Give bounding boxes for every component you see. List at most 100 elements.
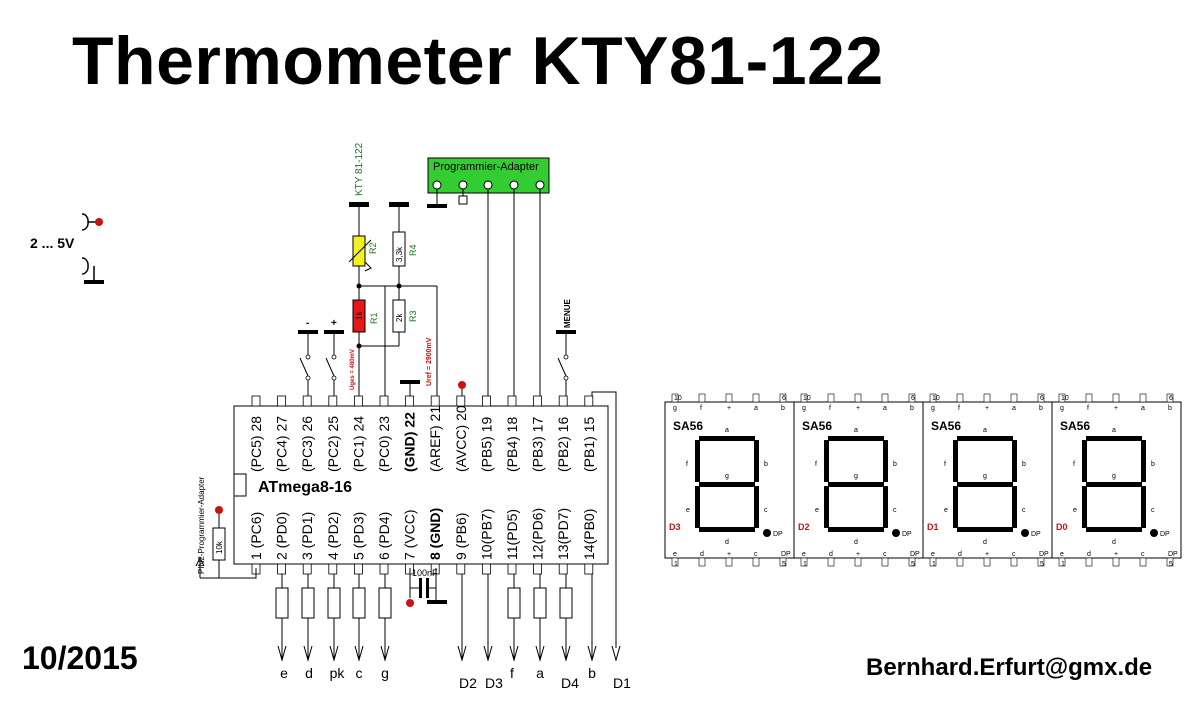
segment-resistor	[559, 587, 573, 619]
output-label: D3	[485, 675, 503, 691]
segment-label: DP	[1160, 531, 1170, 538]
segment-resistor	[378, 587, 392, 619]
mcu-top-pin-pad	[251, 395, 261, 407]
mcu-top-pin-pad	[405, 395, 415, 407]
segment-resistor	[507, 587, 521, 619]
sensor-top-bar	[349, 202, 369, 207]
r4-value: 3,3k	[395, 246, 404, 262]
display-pin-label: e	[1060, 551, 1064, 558]
display-segment	[957, 436, 1013, 441]
output-arrow	[561, 645, 571, 662]
mcu-top-pin-label: (PC1) 24	[350, 416, 366, 472]
segment-label: f	[686, 461, 688, 468]
display-pin-label: c	[754, 551, 758, 558]
display-pin-number: 10	[803, 395, 811, 402]
decimal-point	[1021, 529, 1029, 537]
display-pin-number: 5	[1169, 561, 1173, 568]
mcu-bottom-pin-label: 12(PD6)	[530, 508, 546, 560]
segment-resistor	[301, 587, 315, 619]
display-pin-number: 1	[932, 561, 936, 568]
display-pin-label: a	[883, 405, 887, 412]
mcu-top-pin-label: (AVCC) 20	[453, 405, 469, 472]
mcu-top-pin-label: (PC4) 27	[274, 416, 290, 472]
mcu-top-pin-label: (PC0) 23	[376, 416, 392, 472]
display-model: SA56	[931, 419, 961, 433]
mcu-bottom-pin-label: 10(PB7)	[478, 509, 494, 560]
mcu-bottom-pin-pad	[533, 563, 542, 575]
mcu-bottom-pin-pad	[302, 563, 312, 575]
display-segment	[824, 440, 829, 482]
mcu-bottom-pin-pad	[456, 563, 466, 575]
display-pin-label: b	[781, 405, 785, 412]
display-digit-label: D1	[927, 522, 939, 532]
mcu-top-pin-label: (PC2) 25	[325, 416, 341, 472]
segment-label: c	[893, 507, 897, 514]
output-label: f	[510, 665, 514, 681]
mcu-top-pin-label: (PB2) 16	[555, 417, 571, 472]
segment-label: d	[725, 539, 729, 546]
output-arrow	[354, 645, 364, 662]
mcu-top-pin-label: (PC5) 28	[248, 416, 264, 472]
mcu-top-pin-pad	[533, 395, 542, 407]
display-segment	[699, 482, 755, 487]
display-pin-label: +	[856, 551, 860, 558]
display-pin-label: b	[1039, 405, 1043, 412]
adapter-ground-bar	[427, 204, 447, 208]
mcu-bottom-pins: 1 (PC6)2 (PD0)3 (PD1)4 (PD2)5 (PD3)6 (PD…	[248, 508, 597, 575]
segment-label: e	[944, 507, 948, 514]
display-segment	[883, 486, 888, 528]
display-segment	[957, 482, 1013, 487]
output-arrow	[303, 645, 313, 662]
reset-resistor-value: 10k	[215, 540, 224, 554]
mcu-bottom-pin-label: 14(PB0)	[581, 509, 597, 560]
mcu-top-pin-pad	[558, 395, 568, 407]
programmer-label: Programmier-Adapter	[433, 161, 539, 173]
r4-label: R4	[408, 244, 418, 256]
display-digit-label: D2	[798, 522, 810, 532]
display-segment	[1141, 440, 1146, 482]
mcu-bottom-pin-label: 5 (PD3)	[350, 512, 366, 560]
mcu-bottom-pin-label: 7 (VCC)	[402, 509, 418, 560]
segment-label: e	[815, 507, 819, 514]
display-pin-label: e	[673, 551, 677, 558]
segment-label: f	[1073, 461, 1075, 468]
segment-label: b	[1022, 461, 1026, 468]
decimal-point	[763, 529, 771, 537]
display-pin-label: a	[1141, 405, 1145, 412]
display-segment	[1012, 440, 1017, 482]
display-pin-number: 10	[674, 395, 682, 402]
display-pin-number: 1	[674, 561, 678, 568]
uges-note: Uges = 480mV	[350, 349, 356, 390]
mcu-top-pin-pad	[507, 395, 517, 407]
display-pin-label: +	[985, 405, 989, 412]
mcu-top-pin-label: (GND) 22	[402, 412, 418, 472]
display-segment	[1086, 527, 1142, 532]
capacitor-plate-b	[426, 578, 429, 598]
display-pin-label: d	[829, 551, 833, 558]
output-arrow	[483, 645, 493, 662]
display-segment	[883, 440, 888, 482]
output-label: b	[588, 665, 596, 681]
output-arrow	[587, 645, 597, 662]
display-digit-label: D3	[669, 522, 681, 532]
r4-resistor	[392, 231, 406, 267]
segment-label: a	[854, 427, 858, 434]
display-pin-label: c	[883, 551, 887, 558]
mcu-bottom-pin-label: 11(PD5)	[504, 509, 520, 560]
display-pin-label: f	[829, 405, 831, 412]
mcu-top-pin-label: (PB5) 19	[478, 417, 494, 472]
display-pin-number: 10	[1061, 395, 1069, 402]
mcu-bottom-pin-label: 6 (PD4)	[376, 512, 392, 560]
r2-label: R2	[368, 242, 378, 254]
segment-label: DP	[773, 531, 783, 538]
segment-label: f	[944, 461, 946, 468]
display-pin-label: g	[673, 405, 677, 412]
display-pin-label: d	[1087, 551, 1091, 558]
display-segment	[1141, 486, 1146, 528]
mcu-bottom-pin-pad	[507, 563, 517, 575]
output-label: a	[536, 665, 544, 681]
display-pin-label: a	[754, 405, 758, 412]
segment-label: b	[764, 461, 768, 468]
